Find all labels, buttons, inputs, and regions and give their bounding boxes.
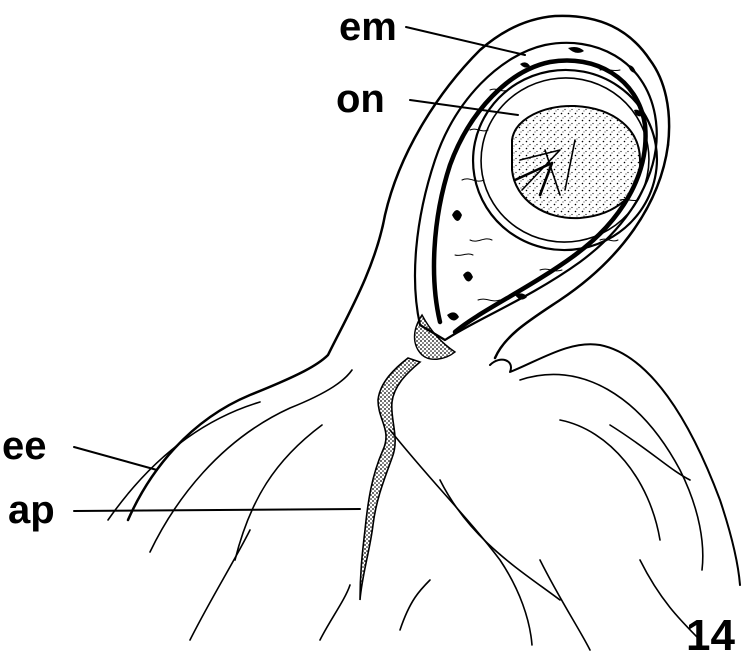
figure-number: 14 [686, 611, 735, 657]
ap-leader-line [74, 509, 360, 511]
oncosphere [512, 106, 640, 218]
egg-capsule [415, 43, 671, 340]
attachment-stalk [360, 315, 455, 600]
leader-lines [74, 27, 525, 511]
ee-leader-line [74, 447, 157, 470]
label-em: em [339, 5, 397, 49]
label-on: on [336, 77, 385, 121]
label-ap: ap [8, 488, 55, 532]
label-ee: ee [2, 424, 47, 468]
